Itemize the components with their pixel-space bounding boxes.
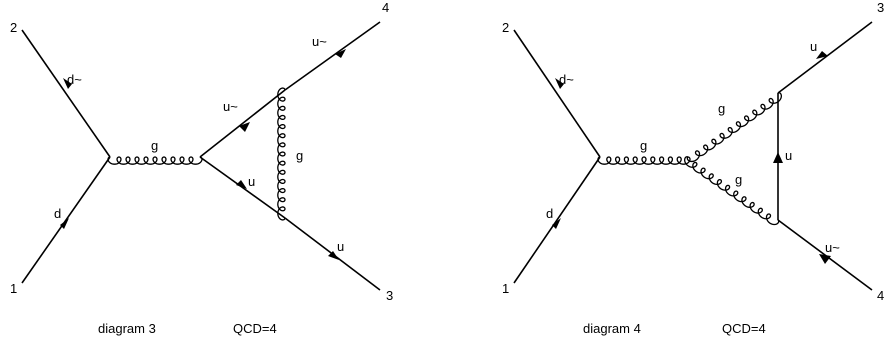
vertex-label-1: 1: [502, 281, 509, 296]
qcd-order: QCD=4: [233, 321, 277, 336]
vertex-label-2: 2: [502, 20, 509, 35]
particle-label-ubar-external: u~: [312, 34, 327, 49]
particle-label-ubar-external: u~: [825, 240, 840, 255]
vertex-label-2: 2: [10, 20, 17, 35]
gluon-lower: [683, 156, 780, 226]
gluon-upper: [686, 92, 783, 163]
vertex-label-3: 3: [877, 0, 884, 15]
particle-label-gluon-lower: g: [735, 172, 742, 187]
particle-label-d: d: [54, 206, 61, 221]
arrow-u-loop: [773, 152, 783, 163]
vertex-label-3: 3: [386, 288, 393, 303]
u-internal-line: [199, 156, 286, 219]
dbar-quark-line: [513, 29, 601, 158]
vertex-label-1: 1: [10, 281, 17, 296]
particle-label-u-external: u: [337, 239, 344, 254]
gluon-exchange: [277, 87, 286, 221]
arrow-d: [552, 218, 561, 229]
arrow-u-external: [816, 51, 828, 59]
arrow-ubar-internal: [239, 122, 250, 132]
particle-label-ubar-internal: u~: [223, 99, 238, 114]
vertex-label-4: 4: [877, 288, 884, 303]
d-quark-line: [513, 156, 601, 284]
diagram-4: 1 2 3 4 d d~ g g g u u u~ diagram 4 QCD=…: [502, 0, 884, 336]
arrow-ubar-external: [819, 254, 831, 264]
particle-label-dbar: d~: [67, 72, 82, 87]
particle-label-u-loop: u: [785, 148, 792, 163]
particle-label-u-internal: u: [248, 174, 255, 189]
particle-label-gluon-s: g: [640, 138, 647, 153]
gluon-s-channel: [107, 156, 203, 165]
arrow-dbar: [555, 78, 564, 89]
arrow-d: [60, 218, 69, 229]
arrow-ubar-external: [335, 49, 346, 58]
diagram-caption: diagram 3: [98, 321, 156, 336]
particle-label-dbar: d~: [559, 72, 574, 87]
particle-label-u-external: u: [810, 39, 817, 54]
diagram-caption: diagram 4: [583, 321, 641, 336]
diagram-3: 1 2 3 4 d d~ g u~ u g u u~ diagram 3 QCD…: [10, 0, 393, 336]
particle-label-gluon-s: g: [151, 138, 158, 153]
particle-label-gluon-upper: g: [718, 101, 725, 116]
gluon-s-channel: [597, 156, 691, 165]
vertex-label-4: 4: [382, 0, 389, 15]
particle-label-d: d: [546, 206, 553, 221]
d-quark-line: [21, 156, 111, 284]
qcd-order: QCD=4: [722, 321, 766, 336]
arrow-dbar: [63, 78, 72, 89]
arrow-u-internal: [236, 180, 247, 189]
particle-label-gluon-exchange: g: [296, 148, 303, 163]
ubar-internal-line: [199, 89, 286, 158]
ubar-external-line: [284, 21, 381, 91]
dbar-quark-line: [21, 29, 111, 158]
u-external-line: [777, 21, 873, 94]
arrow-u-external: [328, 251, 339, 260]
